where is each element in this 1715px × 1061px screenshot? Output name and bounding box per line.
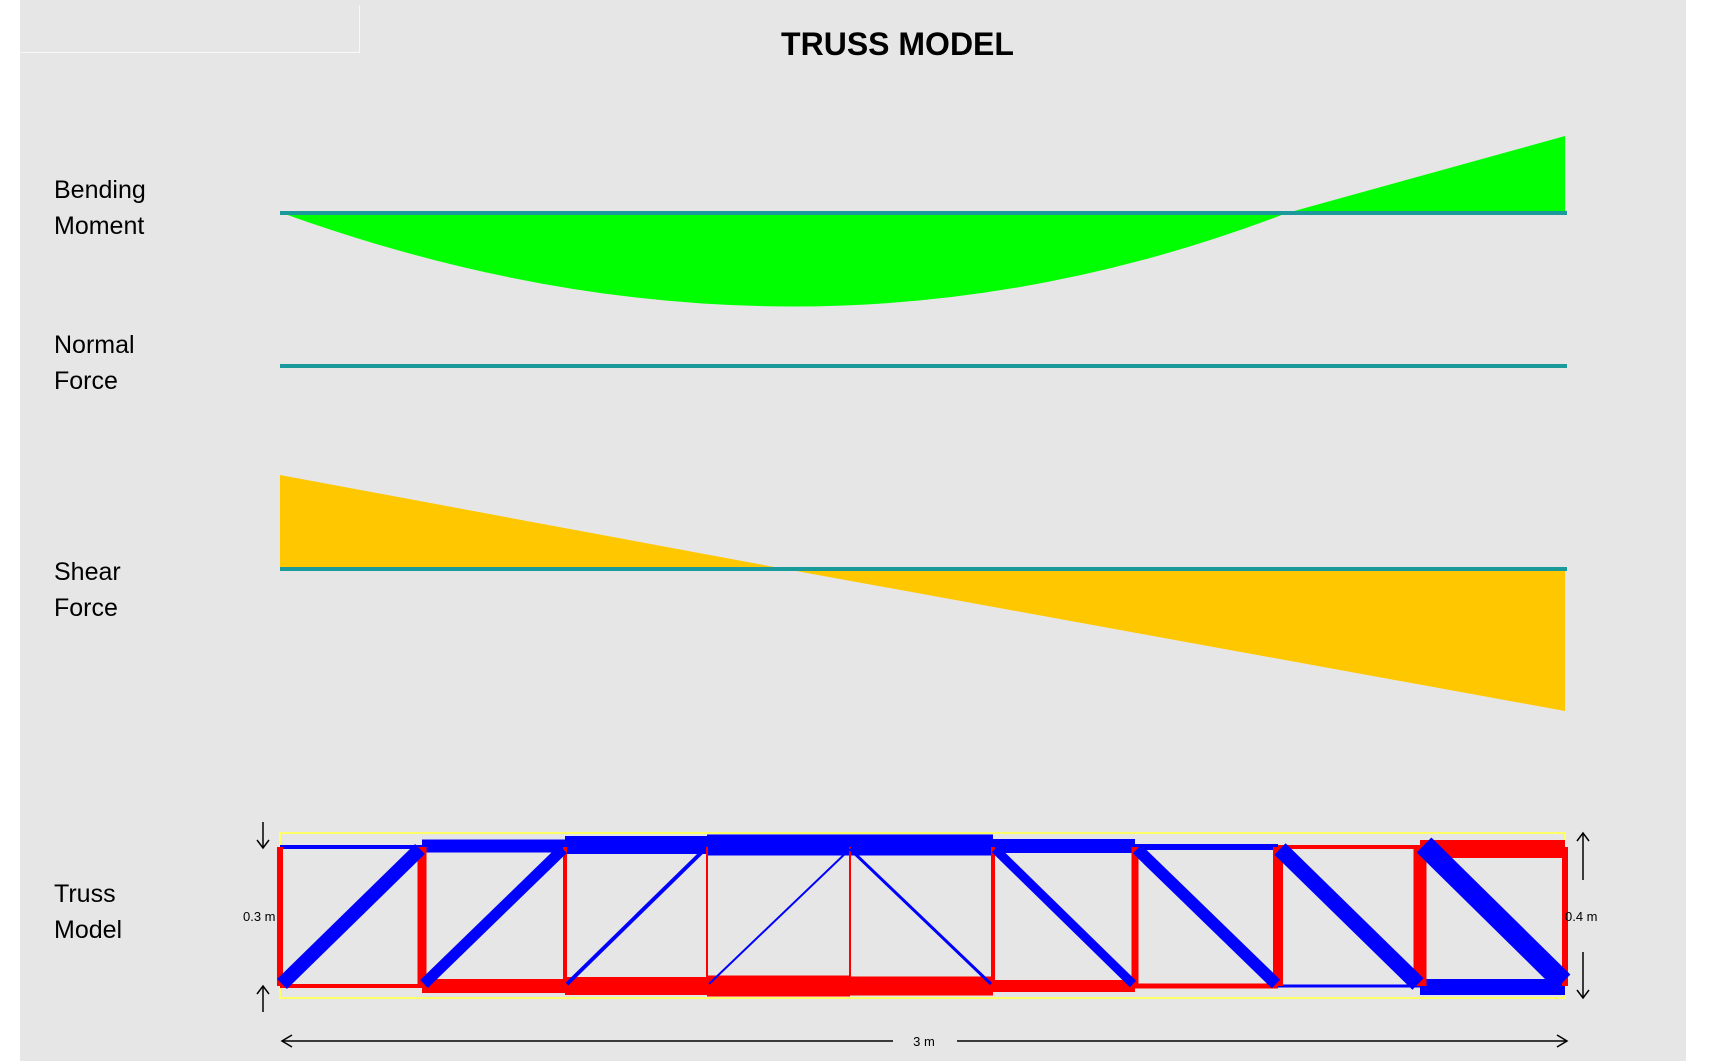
truss-envelope	[279, 832, 1566, 999]
truss-model-label-line1: Truss	[54, 880, 116, 908]
bending-moment-diagram	[282, 213, 1287, 307]
truss-diagonal	[420, 845, 567, 988]
shear-force-negative-region	[785, 569, 1565, 711]
truss-diagonal	[277, 843, 425, 990]
span-dimension	[280, 1034, 1569, 1048]
truss-diagonal	[991, 845, 1137, 988]
truss-diagonal	[1132, 844, 1281, 989]
down-arrow-icon	[1576, 989, 1590, 1000]
left-height-dimension	[256, 822, 270, 1012]
left-height-label: 0.3 m	[243, 909, 276, 924]
bending-moment-label: Bending Moment	[54, 172, 234, 244]
bending-moment-label-line1: Bending	[54, 176, 146, 204]
right-height-label: 0.4 m	[1565, 909, 1598, 924]
truss-model-label-line2: Model	[54, 916, 123, 944]
corner-box	[20, 5, 360, 53]
shear-force-label-line2: Force	[54, 594, 118, 622]
right-height-dimension	[1576, 831, 1590, 1000]
normal-force-label: Normal Force	[54, 327, 234, 399]
truss-diagonal	[848, 847, 993, 986]
left-arrow-icon	[280, 1034, 293, 1048]
right-arrow-icon	[1556, 1034, 1569, 1048]
page-title: TRUSS MODEL	[781, 26, 1014, 62]
span-label: 3 m	[913, 1034, 935, 1049]
shear-force-label: Shear Force	[54, 554, 234, 626]
truss-diagonal	[1274, 843, 1424, 990]
truss-model	[277, 832, 1571, 999]
normal-force-label-line1: Normal	[54, 331, 135, 359]
truss-diagonal	[565, 847, 707, 986]
shear-force-positive-region	[280, 475, 785, 569]
truss-model-label: Truss Model	[54, 876, 234, 948]
shear-force-label-line1: Shear	[54, 558, 121, 586]
truss-diagonal	[708, 848, 851, 985]
normal-force-label-line2: Force	[54, 367, 118, 395]
truss-diagonal	[1416, 837, 1571, 990]
up-arrow-icon	[1576, 831, 1590, 842]
bending-moment-label-line2: Moment	[54, 212, 145, 240]
bending-moment-end-region	[1287, 136, 1565, 213]
